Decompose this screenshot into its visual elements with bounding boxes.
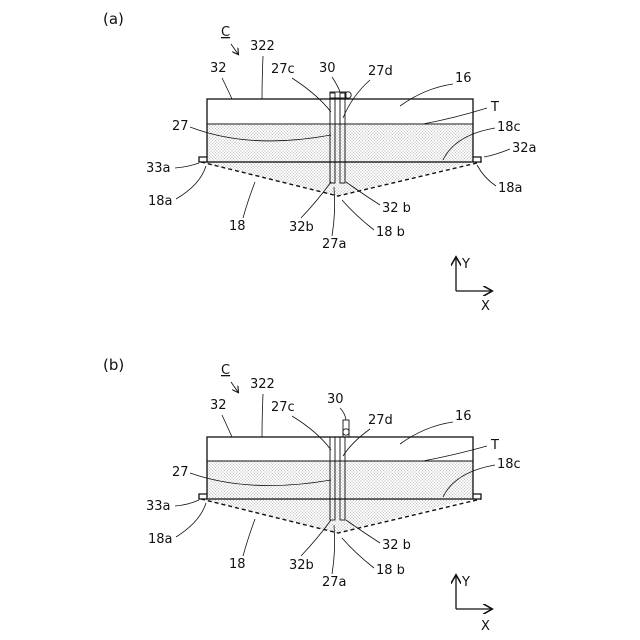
label-C: C [221,25,230,40]
leader-32a [484,149,510,157]
leader-32 [222,78,232,99]
x-axis-label: X [481,619,490,634]
leader-27c [292,416,331,450]
panel-b-label: (b) [103,356,124,374]
leader-18b [342,200,374,230]
label-16: 16 [455,409,472,424]
label-18c: 18c [497,457,521,472]
leader-18a-right [477,165,496,186]
label-T: T [490,438,499,453]
label-18a-left: 18a [148,194,173,209]
leader-18a-left [176,503,206,537]
label-18: 18 [229,219,246,234]
left-flange [199,494,207,499]
label-18: 18 [229,557,246,572]
label-33a: 33a [146,499,171,514]
label-27c: 27c [271,400,295,415]
right-flange [473,157,481,162]
label-27a: 27a [322,575,347,590]
label-32a: 32a [512,141,537,156]
label-27: 27 [172,465,189,480]
label-30: 30 [327,392,344,407]
y-axis-label: Y [461,257,470,272]
x-axis-label: X [481,299,490,314]
label-18a-left: 18a [148,532,173,547]
leader-32 [222,415,232,437]
label-27a: 27a [322,237,347,252]
label-18b: 18 b [376,563,405,578]
leader-33a [175,500,199,506]
label-32: 32 [210,61,227,76]
leader-27d [343,429,370,456]
arrow-C-icon [231,382,238,392]
leader-18 [243,182,255,218]
label-18a-right: 18a [498,181,523,196]
label-27: 27 [172,119,189,134]
panel-b: (b) C 322 32 27c 30 27d 16 T 27 18c 33a [103,356,521,634]
leader-27c [292,78,331,112]
right-flange [473,494,481,499]
label-16: 16 [455,71,472,86]
liquid-region [201,124,473,196]
label-32b: 32b [289,220,314,235]
leader-33a [175,163,199,168]
label-30: 30 [319,61,336,76]
label-27d: 27d [368,64,393,79]
label-27d: 27d [368,413,393,428]
y-axis-label: Y [461,575,470,590]
label-32b-right: 32 b [382,538,411,553]
label-27c: 27c [271,62,295,77]
leader-322 [262,394,263,437]
label-32: 32 [210,398,227,413]
leader-30 [332,77,340,92]
leader-30 [340,408,346,420]
leader-18b [342,538,374,568]
label-322: 322 [250,377,275,392]
left-flange [199,157,207,162]
label-T: T [490,100,499,115]
leader-T [423,108,487,124]
leader-18 [243,519,255,556]
liquid-region [201,461,473,533]
leader-16 [400,422,453,444]
leader-322 [262,56,263,99]
label-33a: 33a [146,161,171,176]
panel-a-label: (a) [103,10,124,28]
label-C: C [221,363,230,378]
label-18b: 18 b [376,225,405,240]
label-18c: 18c [497,120,521,135]
panel-a: (a) C 322 32 27c 30 27d 16 T [103,10,537,314]
leader-16 [400,84,453,106]
leader-18a-left [176,166,206,199]
leader-T [423,446,487,461]
label-322: 322 [250,39,275,54]
label-32b-right: 32 b [382,201,411,216]
label-32b: 32b [289,558,314,573]
arrow-C-icon [231,44,238,54]
valve-knob-icon [343,429,349,435]
